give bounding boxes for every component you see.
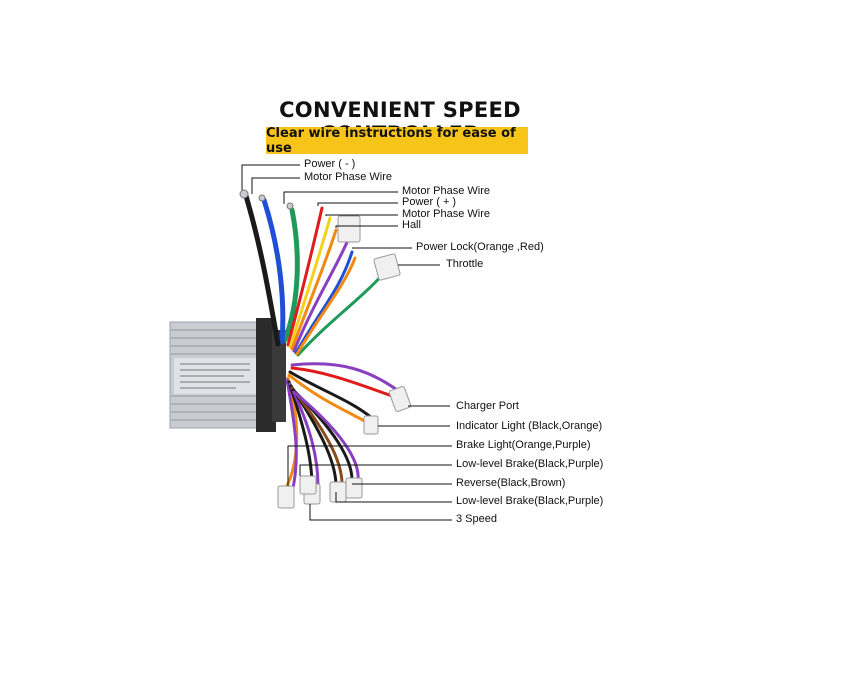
label-motor-phase-2: Motor Phase Wire: [402, 185, 491, 197]
label-throttle: Throttle: [446, 258, 484, 270]
leader-lines: [241, 164, 452, 521]
label-3-speed: 3 Speed: [456, 513, 497, 525]
connectors: [277, 215, 412, 509]
label-indicator-light: Indicator Light (Black,Orange): [456, 420, 603, 432]
label-power-lock: Power Lock(Orange ,Red): [416, 241, 544, 253]
throttle-connector: [373, 253, 401, 281]
label-charger-port: Charger Port: [456, 400, 519, 412]
ring-terminals: [239, 189, 294, 210]
top-wires: [243, 193, 300, 347]
three-speed-connector: [299, 475, 317, 495]
brake-light-connector: [277, 485, 295, 509]
low-brake-2-connector: [345, 477, 363, 499]
label-motor-phase-1: Motor Phase Wire: [304, 171, 393, 183]
label-power-positive: Power ( + ): [402, 196, 457, 208]
hall-connector: [337, 215, 361, 243]
label-motor-phase-3: Motor Phase Wire: [402, 208, 491, 220]
indicator-connector: [363, 415, 379, 435]
label-hall: Hall: [402, 219, 421, 231]
subtitle-banner: Clear wire instructions for ease of use: [266, 125, 528, 156]
signal-wires-bottom: [284, 362, 402, 494]
label-brake-light: Brake Light(Orange,Purple): [456, 439, 591, 451]
subtitle-text: Clear wire instructions for ease of use: [266, 125, 516, 156]
label-reverse: Reverse(Black,Brown): [456, 477, 566, 489]
label-low-level-brake-1: Low-level Brake(Black,Purple): [456, 458, 604, 470]
label-power-negative: Power ( - ): [304, 158, 356, 170]
controller-body: [169, 318, 286, 432]
charger-connector: [388, 385, 412, 413]
signal-wires-top: [286, 206, 387, 357]
reverse-connector: [329, 481, 347, 503]
label-low-level-brake-2: Low-level Brake(Black,Purple): [456, 495, 604, 507]
